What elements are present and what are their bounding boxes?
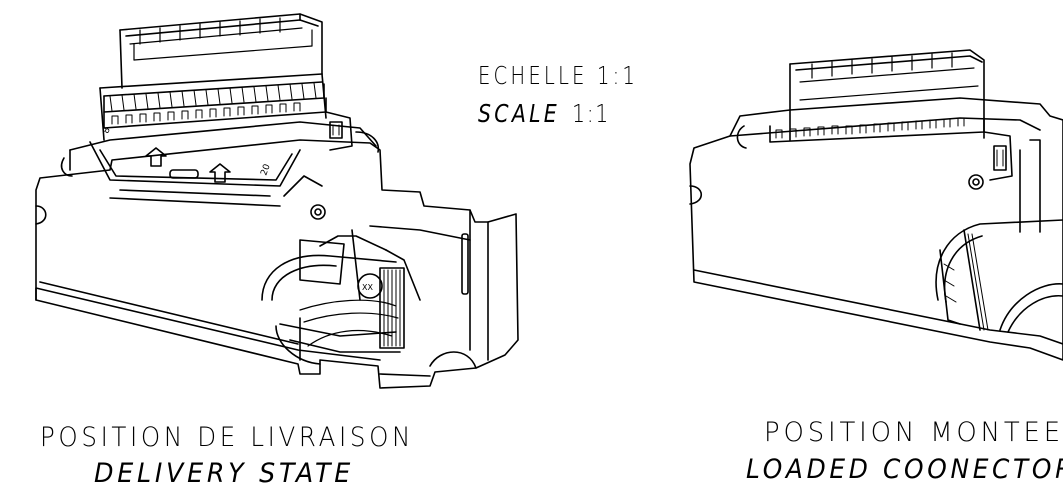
scale-note-french: ECHELLE 1:1 — [478, 61, 638, 90]
delivery-caption-english: DELIVERY STATE — [94, 458, 354, 489]
labels: ECHELLE 1:1 SCALE 1:1 POSITION DE LIVRAI… — [40, 61, 1063, 489]
mark-8-label: 8 — [101, 126, 112, 135]
delivery-caption-french: POSITION DE LIVRAISON — [40, 422, 414, 453]
loaded-caption-english: LOADED COONECTOR — [746, 454, 1063, 485]
mark-x-label: XX — [362, 283, 373, 292]
delivery-state-connector: XX 8 20 — [35, 13, 519, 389]
scale-note-english-word: SCALE — [478, 99, 560, 128]
loaded-connector — [689, 49, 1063, 361]
loaded-caption-french: POSITION MONTEE — [764, 417, 1063, 448]
mark-20-label: 20 — [259, 163, 272, 177]
scale-note-english-ratio: 1:1 — [572, 99, 610, 128]
